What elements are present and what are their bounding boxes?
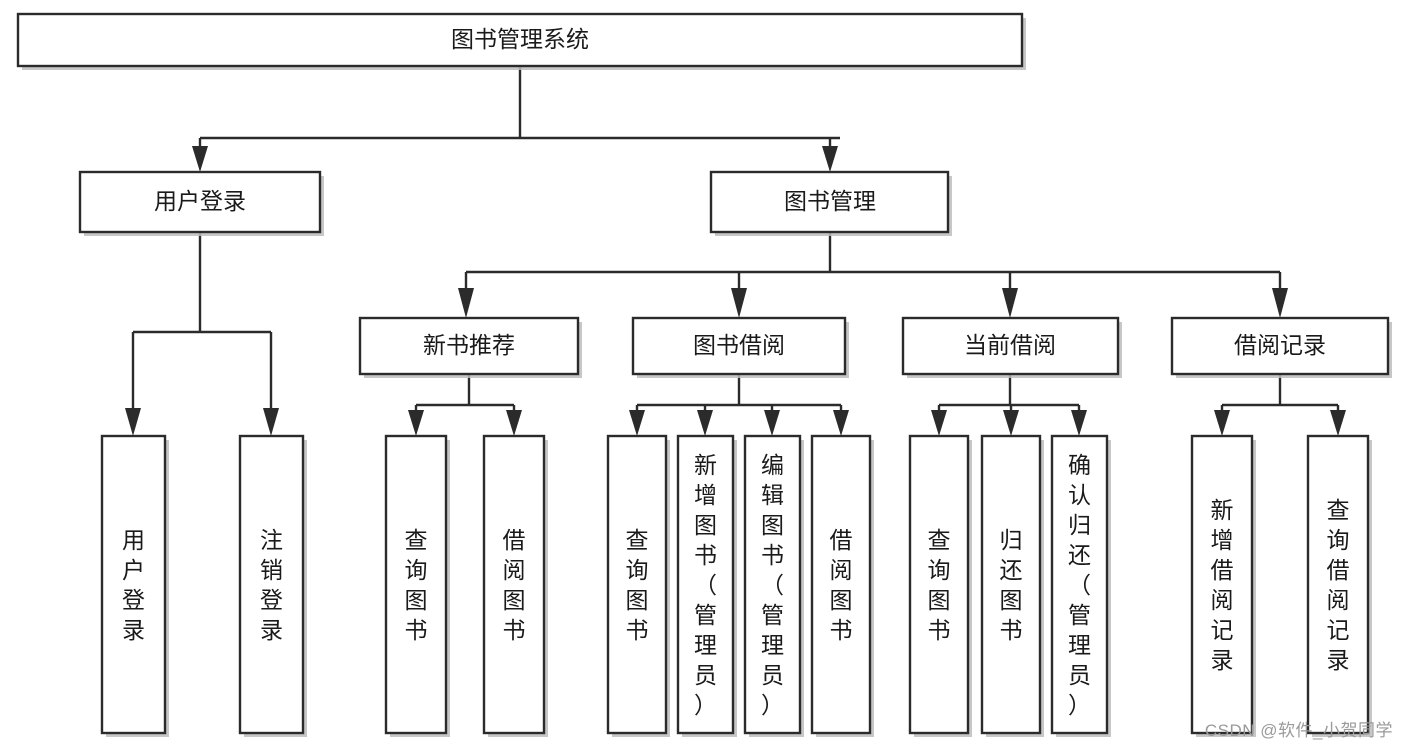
connectors-layer <box>125 66 1346 436</box>
node-box-rect[interactable] <box>358 316 580 376</box>
node-label-borrow-record: 借阅记录 <box>1234 332 1326 358</box>
node-leaf-query-book-current[interactable]: 查询图书 <box>908 434 972 737</box>
arrow-head-icon <box>1002 288 1018 318</box>
arrow-head-icon <box>931 410 947 436</box>
node-leaf-borrow-book-recommend[interactable]: 借阅图书 <box>482 434 548 737</box>
node-box-rect[interactable] <box>980 434 1042 735</box>
node-leaf-add-borrow-record[interactable]: 新增借阅记录 <box>1190 434 1256 737</box>
node-label-leaf-confirm-return-admin: 确认归还（管理员） <box>1068 452 1091 718</box>
node-label-book-borrow: 图书借阅 <box>693 332 785 358</box>
arrow-head-icon <box>408 410 424 436</box>
arrow-head-icon <box>731 288 747 318</box>
connector-currentborrow-to-leaves <box>931 374 1087 436</box>
node-label-leaf-borrow-book-recommend: 借阅图书 <box>503 527 526 643</box>
node-label-leaf-logout-login: 注销登录 <box>260 527 283 643</box>
node-label-leaf-borrow-book: 借阅图书 <box>830 527 853 643</box>
arrow-head-icon <box>1330 410 1346 436</box>
arrow-head-icon <box>1071 410 1087 436</box>
node-root-system[interactable]: 图书管理系统 <box>16 12 1026 70</box>
node-box-rect[interactable] <box>709 170 950 234</box>
arrow-head-icon <box>1272 288 1288 318</box>
connector-root-to-level2 <box>192 66 840 172</box>
node-label-user-login: 用户登录 <box>154 188 246 214</box>
arrow-head-icon <box>833 410 849 436</box>
node-leaf-return-book[interactable]: 归还图书 <box>980 434 1044 737</box>
node-leaf-logout-login[interactable]: 注销登录 <box>238 434 307 737</box>
node-label-leaf-query-book-current: 查询图书 <box>928 527 951 643</box>
arrow-head-icon <box>1003 410 1019 436</box>
connector-recommend-to-leaves <box>408 374 522 436</box>
node-leaf-edit-book-admin[interactable]: 编辑图书（管理员） <box>743 434 804 737</box>
arrow-head-icon <box>506 410 522 436</box>
node-book-manage[interactable]: 图书管理 <box>709 170 952 236</box>
node-label-leaf-return-book: 归还图书 <box>1000 527 1023 643</box>
node-box-rect[interactable] <box>238 434 305 735</box>
node-label-leaf-user-login: 用户登录 <box>122 527 145 643</box>
arrow-head-icon <box>458 288 474 318</box>
arrow-head-icon <box>629 410 645 436</box>
arrow-head-icon <box>764 410 780 436</box>
connector-bookmanage-to-level3 <box>458 232 1288 318</box>
node-box-rect[interactable] <box>1050 434 1109 735</box>
node-label-leaf-query-book-recommend: 查询图书 <box>405 527 428 643</box>
node-box-rect[interactable] <box>100 434 167 735</box>
node-current-borrow[interactable]: 当前借阅 <box>901 316 1122 378</box>
node-label-leaf-add-borrow-record: 新增借阅记录 <box>1211 497 1234 673</box>
node-leaf-query-book-recommend[interactable]: 查询图书 <box>384 434 450 737</box>
connector-borrowrecord-to-leaves <box>1214 374 1346 436</box>
node-label-root-system: 图书管理系统 <box>451 26 589 52</box>
node-leaf-add-book-admin[interactable]: 新增图书（管理员） <box>676 434 737 737</box>
arrow-head-icon <box>822 146 838 172</box>
node-label-leaf-query-book-borrow: 查询图书 <box>626 527 649 643</box>
node-new-book-recommend[interactable]: 新书推荐 <box>358 316 582 378</box>
node-label-new-book-recommend: 新书推荐 <box>423 332 515 358</box>
node-label-leaf-add-book-admin: 新增图书（管理员） <box>694 452 717 718</box>
node-user-login[interactable]: 用户登录 <box>78 170 324 236</box>
arrow-head-icon <box>263 408 279 436</box>
node-box-rect[interactable] <box>606 434 668 735</box>
node-leaf-user-login[interactable]: 用户登录 <box>100 434 169 737</box>
node-box-rect[interactable] <box>1190 434 1254 735</box>
node-box-rect[interactable] <box>482 434 546 735</box>
node-box-rect[interactable] <box>908 434 970 735</box>
node-box-rect[interactable] <box>384 434 448 735</box>
node-box-rect[interactable] <box>1170 316 1390 376</box>
node-box-rect[interactable] <box>743 434 802 735</box>
connector-userlogin-to-leaves <box>125 232 279 436</box>
node-book-borrow[interactable]: 图书借阅 <box>631 316 849 378</box>
node-box-rect[interactable] <box>810 434 872 735</box>
node-leaf-query-borrow-record[interactable]: 查询借阅记录 <box>1306 434 1372 737</box>
arrow-head-icon <box>125 408 141 436</box>
csdn-watermark: CSDN @软件_小贺同学 <box>1204 721 1393 740</box>
node-label-leaf-edit-book-admin: 编辑图书（管理员） <box>761 452 784 718</box>
node-leaf-borrow-book[interactable]: 借阅图书 <box>810 434 874 737</box>
node-borrow-record[interactable]: 借阅记录 <box>1170 316 1392 378</box>
node-box-rect[interactable] <box>901 316 1120 376</box>
arrow-head-icon <box>697 410 713 436</box>
node-label-leaf-query-borrow-record: 查询借阅记录 <box>1327 497 1350 673</box>
node-box-rect[interactable] <box>631 316 847 376</box>
leaf-nodes-layer: 用户登录 注销登录 查询图书 借阅图书 查询图书 新增图书（管理员） 编辑图书（管理员） 借阅… <box>100 434 1372 737</box>
node-box-rect[interactable] <box>78 170 322 234</box>
node-box-rect[interactable] <box>1306 434 1370 735</box>
connector-bookborrow-to-leaves <box>629 374 849 436</box>
arrow-head-icon <box>1214 410 1230 436</box>
node-label-book-manage: 图书管理 <box>784 188 876 214</box>
node-leaf-query-book-borrow[interactable]: 查询图书 <box>606 434 670 737</box>
node-box-rect[interactable] <box>676 434 735 735</box>
node-label-current-borrow: 当前借阅 <box>964 332 1056 358</box>
arrow-head-icon <box>192 146 208 172</box>
node-leaf-confirm-return-admin[interactable]: 确认归还（管理员） <box>1050 434 1111 737</box>
node-box-rect[interactable] <box>16 12 1024 68</box>
